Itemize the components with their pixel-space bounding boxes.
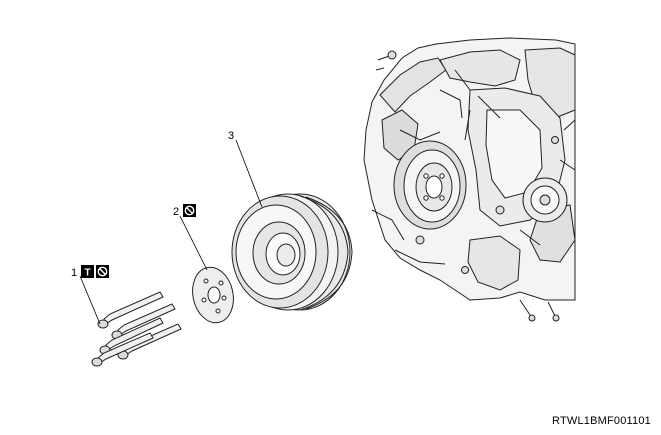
figure-reference-code: RTWL1BMF001101 [552,415,651,427]
bolt [91,332,154,367]
engine-block [363,37,576,322]
torque-icon-glyph: T [84,268,90,279]
washer-plate [192,266,234,324]
callout-2-label: 2 [173,206,179,218]
callout-1-label: 1 [71,267,77,279]
leader-lines [79,139,263,325]
torque-icon [81,265,94,278]
callout-1: 1 T [71,265,109,279]
bolt-set [91,291,182,367]
callout-2: 2 [173,204,196,218]
bolt [97,291,164,329]
callout-3: 3 [228,130,234,142]
callout-3-label: 3 [228,130,234,142]
crankshaft-pulley [231,193,353,311]
